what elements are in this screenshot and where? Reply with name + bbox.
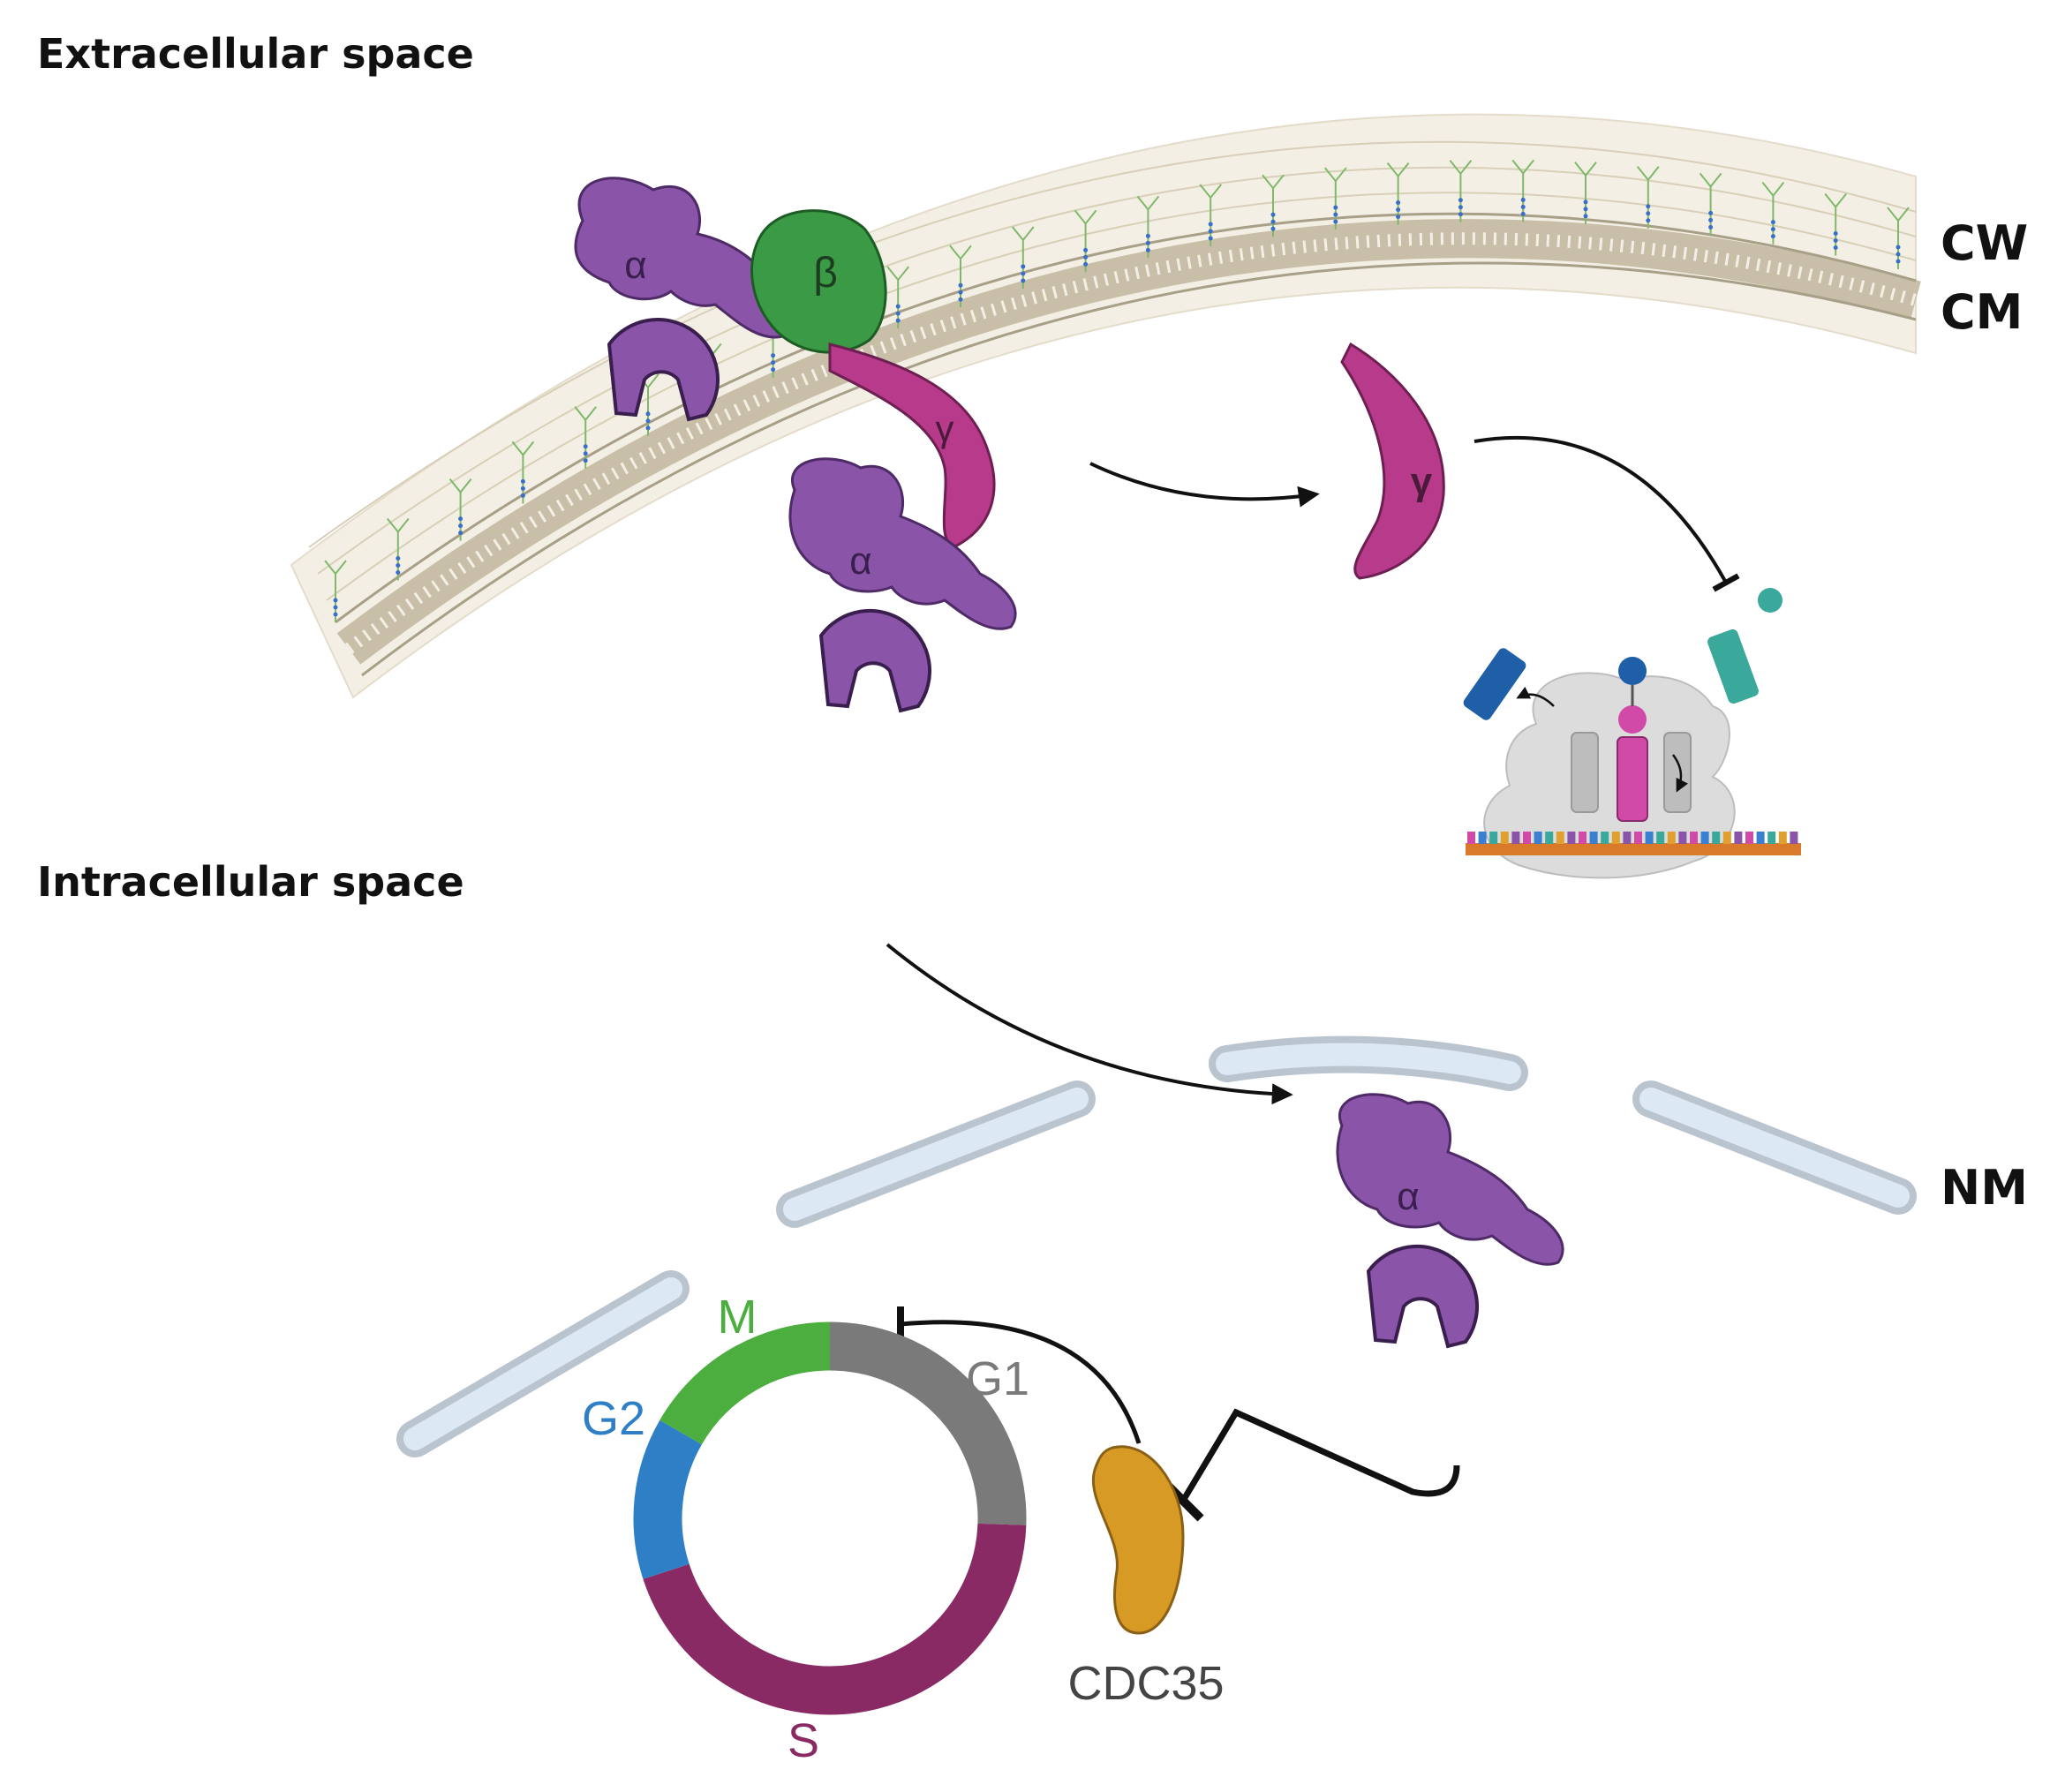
intracellular-space-label: Intracellular space	[37, 858, 464, 906]
alpha-nuclear-import-arrow	[886, 943, 1293, 1105]
glycan-marker	[387, 517, 410, 581]
glycan-marker	[1262, 174, 1285, 237]
glycan-marker	[1574, 162, 1597, 224]
mrna-base	[1623, 832, 1632, 844]
alpha-label-top: α	[624, 244, 646, 287]
glycan-marker	[448, 478, 472, 541]
glycan-marker	[1699, 172, 1722, 236]
mrna-base	[1790, 832, 1798, 844]
cell-cycle-phase-s	[643, 1523, 1027, 1715]
phase-label-g2: G2	[582, 1392, 645, 1445]
glycan-marker	[1511, 159, 1534, 222]
mrna-base	[1645, 832, 1654, 844]
mrna-base	[1500, 832, 1509, 844]
mrna-base	[1567, 832, 1576, 844]
cell-wall-membrane	[290, 113, 1921, 699]
mrna-base	[1722, 832, 1731, 844]
mrna-base	[1511, 832, 1520, 844]
incoming-trna	[1707, 588, 1782, 704]
nuclear-membrane	[396, 1035, 1917, 1457]
cell-wall-glycans	[324, 159, 1910, 622]
cdc35-inhibits-cell-cycle	[900, 1320, 1142, 1444]
mrna-base	[1667, 832, 1676, 844]
glycan-marker	[1324, 167, 1347, 230]
mrna-base	[1556, 832, 1564, 844]
mrna-base	[1656, 832, 1665, 844]
mrna-base	[1467, 832, 1475, 844]
alpha-receptor-clamp-top	[607, 318, 720, 422]
mrna-base	[1589, 832, 1598, 844]
cell-cycle-ring	[633, 1321, 1027, 1715]
mrna-base	[1756, 832, 1765, 844]
mrna-base	[1545, 832, 1554, 844]
gamma-inhibition-arrow	[1473, 435, 1740, 592]
mrna-base	[1767, 832, 1776, 844]
extracellular-space-label: Extracellular space	[37, 30, 474, 78]
glycan-marker	[1012, 226, 1035, 289]
glycan-marker	[1449, 160, 1473, 222]
released-trna	[1463, 648, 1526, 720]
phase-label-s: S	[788, 1714, 819, 1767]
glycan-marker	[949, 245, 972, 308]
mrna-base	[1690, 832, 1698, 844]
phase-label-m: M	[718, 1291, 757, 1344]
cdc35-label: CDC35	[1067, 1657, 1224, 1710]
glycan-marker	[1761, 182, 1785, 245]
mrna-base	[1678, 832, 1687, 844]
alpha-label-middle: α	[849, 539, 871, 583]
ribosome-complex	[1463, 588, 1801, 879]
glycan-marker	[1199, 184, 1222, 246]
glycan-marker	[1074, 209, 1097, 273]
cell-cycle-phase-m	[659, 1321, 831, 1445]
alpha-subunit-free: α	[788, 457, 1017, 713]
gamma-label-bound: γ	[936, 408, 954, 449]
glycan-marker	[886, 266, 909, 329]
mrna-base	[1579, 832, 1586, 844]
mrna-strand	[1466, 843, 1801, 855]
mrna-base	[1634, 832, 1642, 844]
gamma-label-free: γ	[1411, 460, 1433, 503]
cell-membrane-label: CM	[1941, 284, 2024, 340]
mrna-base	[1745, 832, 1753, 844]
mrna-base	[1523, 832, 1531, 844]
mrna-base	[1489, 832, 1498, 844]
alpha-inhibits-cdc35	[1180, 1408, 1460, 1502]
mrna-base	[1601, 832, 1609, 844]
glycan-marker	[1637, 166, 1660, 229]
glycan-marker	[574, 406, 597, 469]
cell-cycle-phase-g1	[829, 1321, 1027, 1525]
alpha-subunit-nuclear: α	[1336, 1093, 1564, 1349]
glycan-marker	[1824, 192, 1847, 256]
gamma-subunit-free: γ	[1340, 342, 1445, 580]
glycan-marker	[1887, 207, 1910, 269]
phase-label-g1: G1	[966, 1352, 1029, 1405]
nuclear-membrane-label: NM	[1941, 1160, 2028, 1216]
glycan-marker	[1386, 162, 1410, 225]
g-protein-complex: α β γ	[574, 177, 996, 549]
cell-cycle-phase-g2	[633, 1419, 703, 1579]
arrow-to-gamma	[1089, 462, 1320, 508]
cdc35-protein: CDC35	[1067, 1445, 1225, 1710]
glycan-marker	[324, 560, 347, 622]
beta-label: β	[813, 250, 838, 297]
mrna-base	[1712, 832, 1721, 844]
cell-wall-layer	[290, 113, 1917, 699]
mrna-base	[1478, 832, 1487, 844]
mrna-base	[1778, 832, 1787, 844]
alpha-label-nuclear: α	[1397, 1175, 1419, 1218]
mrna-base	[1534, 832, 1542, 844]
cell-wall-label: CW	[1941, 215, 2029, 271]
glycan-marker	[1136, 195, 1160, 259]
mrna-base	[1700, 832, 1709, 844]
mrna-base	[1734, 832, 1743, 844]
beta-subunit	[750, 209, 887, 354]
mrna-base	[1611, 832, 1620, 844]
glycan-marker	[511, 440, 535, 504]
